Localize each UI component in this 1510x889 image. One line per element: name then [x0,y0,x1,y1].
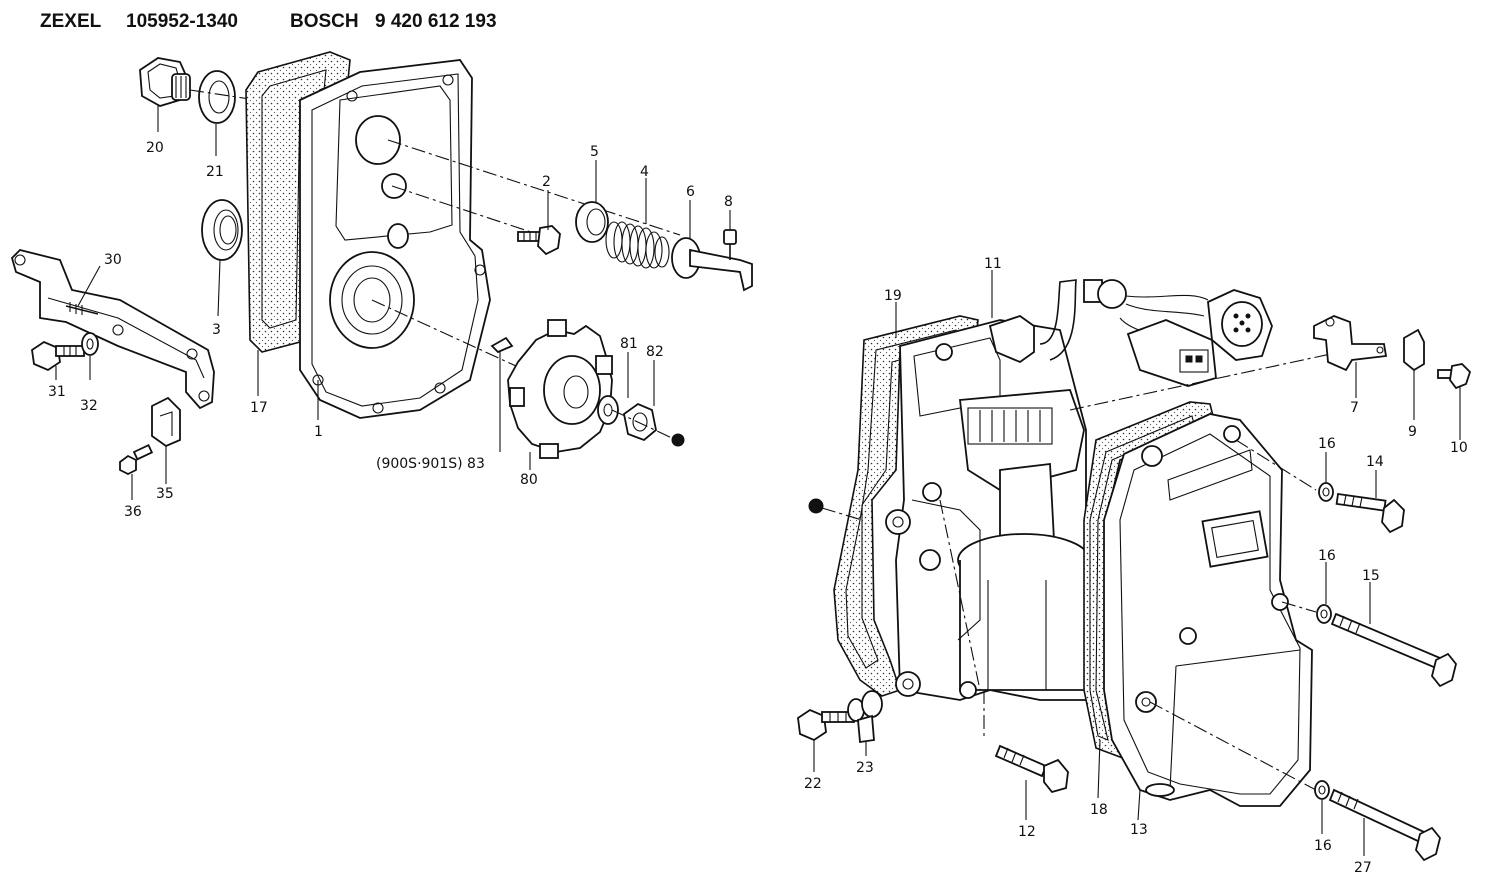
part-5-spring-seat [575,201,609,243]
callout-5: 5 [590,144,599,160]
part-1-governor-housing [299,59,491,419]
callout-13: 13 [1130,822,1148,838]
part-80-flyweight-carrier [507,319,613,459]
part-6-spring-seat-arm [671,237,753,292]
callout-19: 19 [884,288,902,304]
part-30-stud [65,302,99,315]
part-22-bolt [797,708,855,742]
part-32-washer [81,332,99,356]
part-8-screw [723,229,737,260]
callout-1: 1 [314,424,323,440]
part-11-round-connector [1207,289,1273,361]
part-11-harness [988,279,1209,364]
part-9-clip [1403,328,1425,372]
reference-dot-left [671,433,685,447]
callout-35: 35 [156,486,174,502]
part-16-washer-lower [1314,780,1330,800]
callout-2: 2 [542,174,551,190]
part-23-washer [847,690,883,744]
callout-12: 12 [1018,824,1036,840]
header-maker-zexel: ZEXEL [40,11,102,32]
part-81-washer [597,395,619,425]
callout-4: 4 [640,164,649,180]
part-15-bolt [1330,612,1457,688]
part-35-clip [151,396,181,448]
part-13-cover [1103,413,1313,807]
callout-9: 9 [1408,424,1417,440]
part-82-nut [623,402,657,442]
diagram-header: ZEXEL 105952-1340 BOSCH 9 420 612 193 [40,11,497,32]
reference-dot-right [808,498,824,514]
part-11-actuator [885,319,1091,701]
callout-16-lower: 16 [1314,838,1332,854]
callout-11: 11 [984,256,1002,272]
callout-17: 17 [250,400,268,416]
part-21-washer [198,70,236,124]
callout-8: 8 [724,194,733,210]
part-4-spring [605,221,670,269]
part-16-washer-upper [1318,482,1334,502]
callout-6: 6 [686,184,695,200]
right-assembly [797,279,1472,862]
callout-30: 30 [104,252,122,268]
part-7-bracket [1313,315,1388,372]
callout-10: 10 [1450,440,1468,456]
callout-15: 15 [1362,568,1380,584]
callout-81: 81 [620,336,638,352]
callout-32: 32 [80,398,98,414]
part-2-bolt [517,225,561,256]
callout-3: 3 [212,322,221,338]
callout-83: (900S·901S) 83 [376,456,485,472]
part-10-screw [1437,363,1472,390]
callout-16-middle: 16 [1318,548,1336,564]
header-bosch-part-number: 9 420 612 193 [375,11,497,32]
part-31-bolt [31,340,85,372]
callout-16-upper: 16 [1318,436,1336,452]
callout-36: 36 [124,504,142,520]
part-83-key [490,336,514,354]
callout-18: 18 [1090,802,1108,818]
part-27-bolt [1328,788,1441,862]
callout-23: 23 [856,760,874,776]
callout-31: 31 [48,384,66,400]
callout-82: 82 [646,344,664,360]
callout-27: 27 [1354,860,1372,876]
part-30-bracket [10,249,215,410]
header-maker-bosch: BOSCH [290,11,359,32]
leader-lines [55,104,1461,856]
part-36-screw [119,444,154,476]
callout-21: 21 [206,164,224,180]
callout-20: 20 [146,140,164,156]
part-16-washer-middle [1316,604,1332,624]
callout-labels: 20 21 3 30 31 32 17 1 35 36 2 5 4 6 8 81… [48,140,1468,876]
left-assembly [10,51,753,476]
part-14-bolt [1335,492,1405,534]
callout-14: 14 [1366,454,1384,470]
part-12-bolt [994,744,1069,794]
part-11-flat-connector [1126,319,1217,387]
header-zexel-part-number: 105952-1340 [126,11,238,32]
callout-80: 80 [520,472,538,488]
callout-22: 22 [804,776,822,792]
callout-7: 7 [1350,400,1359,416]
part-3-oil-seal [201,199,243,261]
part-20-plug [139,57,191,107]
